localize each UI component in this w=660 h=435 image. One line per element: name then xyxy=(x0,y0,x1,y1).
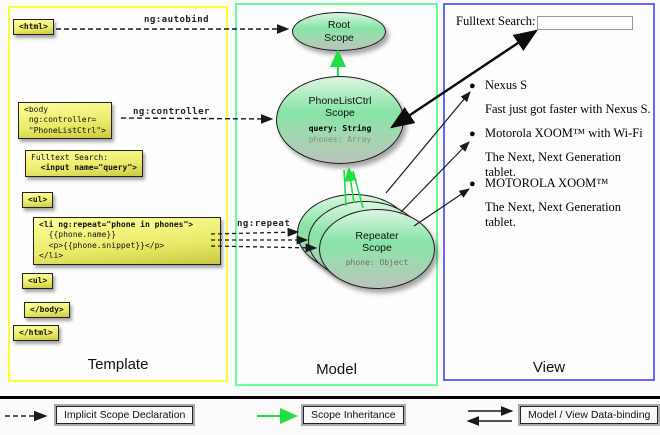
query-property: query: String xyxy=(308,123,372,133)
code-box-fulltext-search: Fulltext Search: <input name="query"> xyxy=(25,150,143,177)
repeater-scope-title: Repeater Scope xyxy=(355,229,399,255)
bullet-icon: ● xyxy=(469,178,476,190)
phones-property: phones: Array xyxy=(308,134,372,144)
code-box-body-close: </body> xyxy=(24,302,70,319)
view-section-title: View xyxy=(532,359,566,376)
legend-separator-line xyxy=(0,396,660,399)
repeater-scope-ellipse: Repeater Scope phone: Object xyxy=(319,209,435,289)
phonelistctrl-scope-title: PhoneListCtrl Scope xyxy=(308,94,372,120)
bullet-icon: ● xyxy=(469,80,476,92)
code-box-html-close: </html> xyxy=(13,325,59,342)
phone-property: phone: Object xyxy=(345,257,409,267)
legend-implicit-scope-declaration: Implicit Scope Declaration xyxy=(56,406,194,424)
code-box-ul-close: <ul> xyxy=(22,273,54,290)
li-repeat-head: <li ng:repeat="phone in phones"> xyxy=(39,220,194,229)
phone-snippet: The Next, Next Generation tablet. xyxy=(485,150,622,179)
li-repeat-body: {{phone.name}} <p>{{phone.snippet}}</p> … xyxy=(39,230,165,261)
phone-snippet: The Next, Next Generation tablet. xyxy=(485,200,622,229)
ng-autobind-label: ng:autobind xyxy=(144,15,210,25)
phone-name: Motorola XOOM™ with Wi-Fi xyxy=(485,126,643,140)
fulltext-label-line: Fulltext Search: xyxy=(31,153,109,162)
root-scope-title: Root Scope xyxy=(324,18,354,44)
code-box-body-open: <body ng:controller= "PhoneListCtrl"> xyxy=(18,102,112,140)
fulltext-input-line: <input name="query"> xyxy=(31,163,137,173)
bullet-icon: ● xyxy=(469,128,476,140)
root-scope-ellipse: Root Scope xyxy=(292,12,386,51)
model-panel xyxy=(235,3,438,386)
phone-snippet: Fast just got faster with Nexus S. xyxy=(485,102,651,116)
legend-scope-inheritance: Scope Inheritance xyxy=(303,406,404,424)
fulltext-search-input[interactable] xyxy=(537,16,633,30)
phonelistctrl-scope-ellipse: PhoneListCtrl Scope query: String phones… xyxy=(276,76,404,164)
view-fulltext-search-label: Fulltext Search: xyxy=(456,14,536,28)
view-phone-item: ● Nexus S Fast just got faster with Nexus… xyxy=(460,78,652,117)
code-box-ul-open: <ul> xyxy=(22,192,54,209)
phone-name: MOTOROLA XOOM™ xyxy=(485,176,609,190)
ng-controller-label: ng:controller xyxy=(133,107,210,117)
template-section-title: Template xyxy=(87,356,149,373)
code-box-li-repeat: <li ng:repeat="phone in phones"> {{phone… xyxy=(33,217,221,265)
view-phone-item: ● Motorola XOOM™ with Wi-Fi The Next, Nex… xyxy=(460,126,652,180)
model-section-title: Model xyxy=(316,361,357,378)
legend-model-view-data-binding: Model / View Data-binding xyxy=(520,406,659,424)
ng-repeat-label: ng:repeat xyxy=(237,219,291,229)
code-box-html-open: <html> xyxy=(13,19,54,36)
view-phone-item: ● MOTOROLA XOOM™ The Next, Next Generatio… xyxy=(460,176,652,230)
phone-name: Nexus S xyxy=(485,78,528,92)
